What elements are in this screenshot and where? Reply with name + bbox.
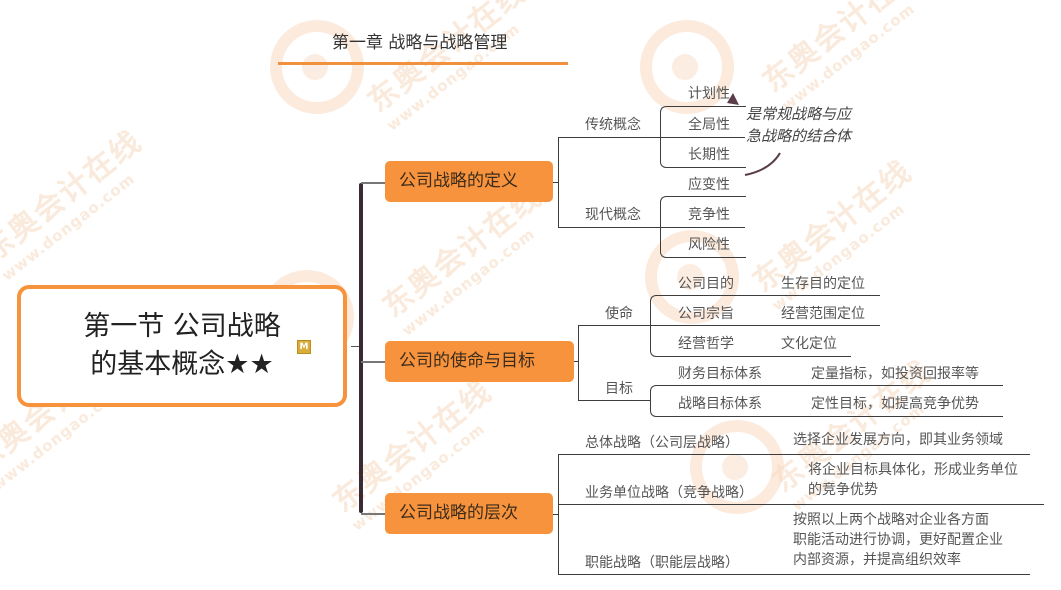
connector: [558, 454, 1030, 455]
chapter-underline: [278, 62, 568, 65]
connector: [558, 227, 660, 228]
desc-line: 内部资源，并提高组织效率: [793, 552, 961, 568]
goal-desc-strategic[interactable]: 定性目标，如提高竞争优势: [811, 396, 979, 412]
mission-item-tenet[interactable]: 公司宗旨: [678, 306, 734, 322]
note-connector-icon: [727, 93, 781, 176]
desc-line: 将企业目标具体化，形成业务单位: [808, 462, 1018, 478]
note-line2: 急战略的结合体: [746, 127, 852, 145]
level-business-desc[interactable]: 将企业目标具体化，形成业务单位 的竞争优势: [808, 460, 1018, 500]
item-overall[interactable]: 全局性: [688, 117, 730, 133]
mission-desc-purpose[interactable]: 生存目的定位: [781, 276, 865, 292]
connector: [650, 325, 880, 326]
connector: [558, 574, 1030, 575]
mission-desc-tenet[interactable]: 经营范围定位: [781, 306, 865, 322]
desc-line: 的竞争优势: [808, 482, 878, 498]
branch-definition[interactable]: 公司战略的定义: [385, 161, 553, 202]
level-business[interactable]: 业务单位战略（竞争战略）: [585, 485, 753, 501]
connector: [578, 325, 579, 400]
connector: [558, 137, 559, 227]
group-modern[interactable]: 现代概念: [585, 207, 641, 223]
item-longterm[interactable]: 长期性: [688, 147, 730, 163]
mission-item-philosophy[interactable]: 经营哲学: [678, 336, 734, 352]
item-planning[interactable]: 计划性: [688, 86, 730, 102]
desc-line: 职能活动进行协调，更好配置企业: [793, 532, 1003, 548]
root-node[interactable]: 第一节 公司战略 的基本概念★★: [17, 285, 347, 407]
level-functional[interactable]: 职能战略（职能层战略）: [585, 555, 739, 571]
connector: [660, 227, 745, 228]
connector: [780, 295, 880, 296]
chapter-title: 第一章 战略与战略管理: [332, 33, 508, 53]
goal-desc-financial[interactable]: 定量指标，如投资回报率等: [811, 366, 979, 382]
mission-item-purpose[interactable]: 公司目的: [678, 276, 734, 292]
connector: [558, 504, 1044, 505]
group-mission[interactable]: 使命: [605, 306, 633, 322]
root-title-line1: 第一节 公司战略: [83, 311, 281, 342]
connector: [361, 361, 385, 363]
item-risk[interactable]: 风险性: [688, 237, 730, 253]
item-adaptability[interactable]: 应变性: [688, 177, 730, 193]
level-functional-desc[interactable]: 按照以上两个战略对企业各方面 职能活动进行协调，更好配置企业 内部资源，并提高组…: [793, 510, 1003, 570]
desc-line: 按照以上两个战略对企业各方面: [793, 512, 989, 528]
connector: [553, 514, 559, 515]
level-corporate-desc[interactable]: 选择企业发展方向，即其业务领域: [793, 430, 1003, 450]
connector: [578, 325, 650, 326]
connector: [351, 346, 361, 347]
root-title-line2: 的基本概念★★: [90, 349, 274, 380]
note-line1: 是常规战略与应: [746, 105, 852, 123]
group-goals[interactable]: 目标: [605, 381, 633, 397]
connector: [361, 513, 385, 515]
connector: [660, 137, 745, 138]
group-traditional[interactable]: 传统概念: [585, 117, 641, 133]
bracket: [650, 385, 1003, 417]
connector: [361, 182, 385, 184]
goal-item-financial[interactable]: 财务目标体系: [678, 366, 762, 382]
goal-item-strategic[interactable]: 战略目标体系: [678, 396, 762, 412]
callout-note[interactable]: 是常规战略与应 急战略的结合体: [746, 103, 851, 147]
bracket: [650, 295, 851, 357]
connector: [558, 137, 660, 138]
connector: [553, 182, 559, 183]
connector: [558, 454, 559, 574]
level-corporate[interactable]: 总体战略（公司层战略）: [585, 435, 739, 451]
connector: [578, 400, 650, 401]
mission-desc-philosophy[interactable]: 文化定位: [781, 336, 837, 352]
main-bracket: [359, 183, 363, 513]
connector: [574, 361, 579, 362]
branch-mission-goals[interactable]: 公司的使命与目标: [385, 341, 574, 382]
item-competitiveness[interactable]: 竞争性: [688, 207, 730, 223]
memo-icon[interactable]: M: [297, 340, 311, 354]
desc-line: 选择企业发展方向，即其业务领域: [793, 432, 1003, 448]
branch-levels[interactable]: 公司战略的层次: [385, 493, 553, 534]
